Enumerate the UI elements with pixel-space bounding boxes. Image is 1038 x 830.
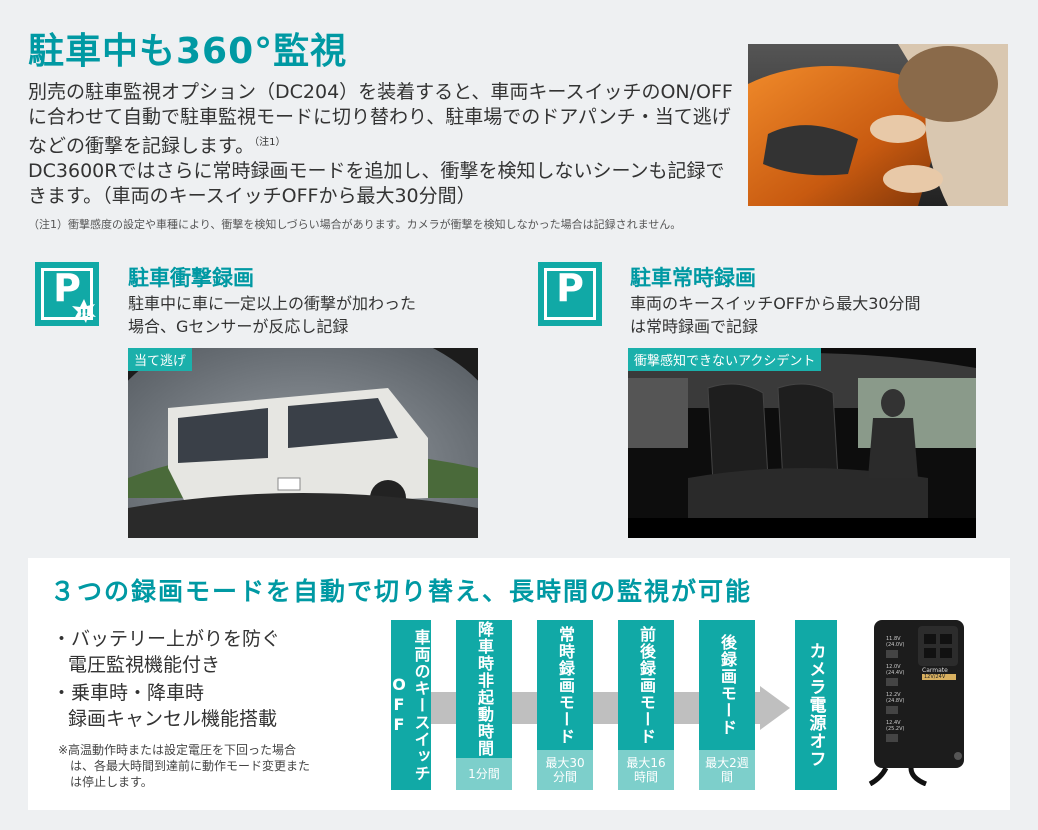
parking-shock-icon: P !! (35, 262, 99, 326)
device-v3: 12.2V(24.8V) (886, 692, 905, 704)
disclaimer-line2: は、各最大時間到達前に動作モード変更また (70, 759, 311, 773)
bullet1-line2: 電圧監視機能付き (68, 654, 221, 676)
disclaimer-line3: は停止します。 (70, 775, 153, 789)
intro-line1: 別売の駐車監視オプション（DC204）を装着すると、車両キースイッチのON/OF… (28, 81, 733, 157)
shock-burst-icon: !! (72, 299, 96, 323)
mode1-desc2: 場合、Gセンサーが反応し記録 (128, 317, 349, 336)
photo-label-hit-and-run: 当て逃げ (128, 348, 193, 371)
mode1-title: 駐車衝撃録画 (128, 266, 254, 290)
mode2-desc2: は常時録画で記録 (630, 317, 759, 336)
intro-note-ref: （注1） (254, 137, 286, 148)
svg-text:!!: !! (79, 308, 88, 319)
flow-exit-standby-duration: 1分間 (456, 758, 512, 790)
dc204-device: 11.8V(24.0V) 12.0V(24.4V) 12.2V(24.8V) 1… (866, 616, 976, 787)
recording-modes-panel (28, 558, 1010, 810)
mode1-desc1: 駐車中に車に一定以上の衝撃が加わった (128, 294, 417, 313)
device-volt-label: 12V/24V (924, 674, 946, 680)
flow-rear-mode: 後録画モード (699, 620, 755, 750)
flow-front-rear-duration: 最大16時間 (618, 750, 674, 790)
flow-front-rear-mode: 前後録画モード (618, 620, 674, 750)
flow-key-switch-off: 車両のキースイッチOFF (390, 620, 431, 790)
bullet2-line1: ・乗車時・降車時 (52, 682, 205, 704)
flow-continuous-mode: 常時録画モード (537, 620, 593, 750)
parking-continuous-icon: P (538, 262, 602, 326)
device-v1: 11.8V(24.0V) (886, 636, 905, 648)
hit-and-run-photo (128, 348, 478, 538)
bullet2-line2: 録画キャンセル機能搭載 (68, 708, 278, 730)
flow-rear-duration: 最大2週間 (699, 750, 755, 790)
flow-camera-power-off: カメラ電源オフ (795, 620, 837, 790)
parking-p-letter: P (53, 266, 81, 310)
intro-line2: DC3600Rではさらに常時録画モードを追加し、衝撃を検知しないシーンも記録でき… (28, 160, 725, 207)
disclaimer-line1: ※高温動作時または設定電圧を下回った場合 (58, 743, 297, 757)
photo-label-undetected-accident: 衝撃感知できないアクシデント (628, 348, 822, 371)
device-v2: 12.0V(24.4V) (886, 664, 905, 676)
flow-exit-standby: 降車時非起動時間 (456, 620, 512, 758)
footnote: （注1）衝撃感度の設定や車種により、衝撃を検知しづらい場合があります。カメラが衝… (28, 218, 682, 231)
page-title: 駐車中も360°監視 (28, 31, 348, 72)
panel-title: ３つの録画モードを自動で切り替え、長時間の監視が可能 (50, 577, 753, 606)
intro-text: 別売の駐車監視オプション（DC204）を装着すると、車両キースイッチのON/OF… (28, 80, 738, 209)
interior-accident-photo (628, 348, 976, 538)
parking-p-letter-2: P (556, 266, 584, 310)
device-v4: 12.4V(25.2V) (886, 720, 905, 732)
flow-continuous-duration: 最大30分間 (537, 750, 593, 790)
device-brand: Carmate (922, 667, 948, 674)
bullet1-line1: ・バッテリー上がりを防ぐ (52, 628, 281, 650)
car-door-photo (748, 44, 1008, 206)
disclaimer-note: ※高温動作時または設定電圧を下回った場合 は、各最大時間到達前に動作モード変更ま… (58, 742, 310, 790)
mode2-title: 駐車常時録画 (630, 266, 756, 290)
mode2-desc1: 車両のキースイッチOFFから最大30分間 (630, 294, 921, 313)
